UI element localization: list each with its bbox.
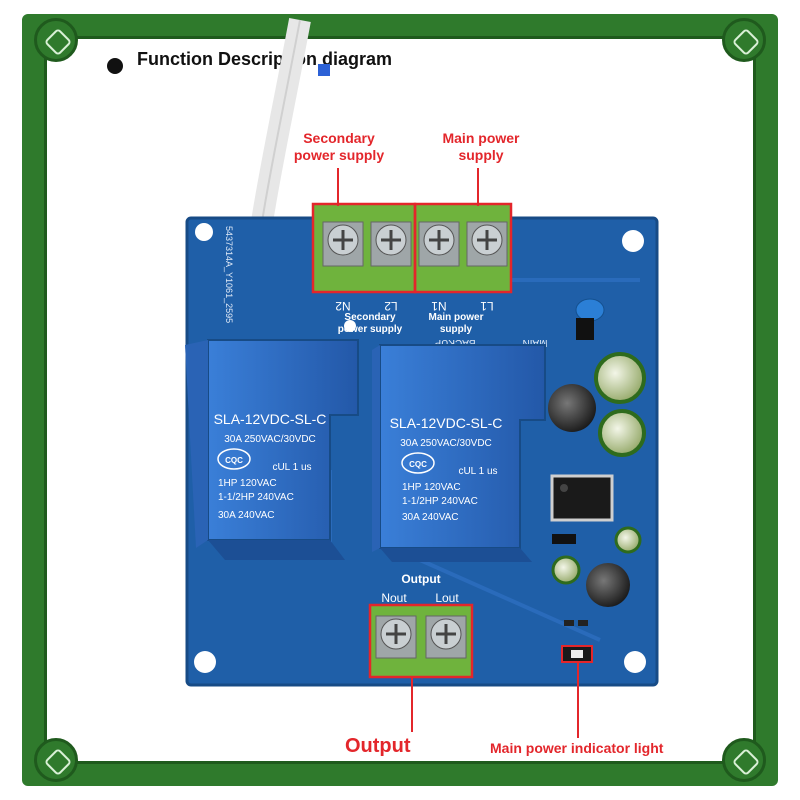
relay-left: SLA-12VDC-SL-C 30A 250VAC/30VDC CQC cUL … <box>185 339 359 560</box>
relay-rating-label: 30A 250VAC/30VDC <box>400 438 492 449</box>
terminal-block-output: Output Nout Lout <box>368 572 474 679</box>
silk-board-code: 5437314A_Y1061_2595 <box>224 226 234 323</box>
callout-lines <box>337 168 579 738</box>
terminal-label-l1: L1 <box>480 299 494 313</box>
callout-output: Output <box>345 735 411 757</box>
silk-backup: BACKUP <box>434 337 475 348</box>
silk-output-label: Output <box>401 572 440 586</box>
electrolytic-capacitor <box>594 352 646 404</box>
mount-hole <box>344 320 356 332</box>
relay-amp-label: 30A 240VAC <box>402 512 459 523</box>
terminal-label-l2: L2 <box>384 299 398 313</box>
components-area <box>548 298 646 663</box>
transistor <box>576 318 594 340</box>
silk-secondary-line1: Secondary <box>344 312 396 323</box>
electrolytic-capacitor <box>598 409 646 457</box>
smd-diode <box>552 534 576 544</box>
callout-indicator-light: Main power indicator light <box>490 740 664 756</box>
frame-corner-ornament <box>722 738 766 782</box>
callout-line: Secondary <box>303 130 375 146</box>
small-capacitor <box>551 555 581 585</box>
smd-resistor <box>564 620 574 626</box>
indicator-led <box>571 650 583 658</box>
small-capacitor <box>614 526 642 554</box>
bullet-icon <box>107 58 123 74</box>
cable-marker <box>318 64 330 76</box>
cqc-mark <box>401 452 435 474</box>
mount-hole <box>195 223 213 241</box>
ceramic-capacitor <box>575 298 605 322</box>
ic-notch <box>560 484 568 492</box>
relay-right: SLA-12VDC-SL-C 30A 250VAC/30VDC CQC cUL … <box>372 344 546 562</box>
silk-main-flipped: MAIN <box>523 337 548 348</box>
relay-amp-label: 30A 240VAC <box>218 510 275 521</box>
frame-corner-ornament <box>722 18 766 62</box>
callout-line: Main power <box>442 130 520 146</box>
silk-main-line1: Main power <box>428 312 483 323</box>
relay-hp1-label: 1HP 120VAC <box>218 478 277 489</box>
terminal-label-lout: Lout <box>435 591 459 605</box>
mount-hole <box>194 651 216 673</box>
terminal-block-input <box>311 202 513 294</box>
callout-secondary-power: Secondary power supply <box>284 130 394 164</box>
terminal-label-nout: Nout <box>381 591 407 605</box>
relay-model-label: SLA-12VDC-SL-C <box>390 415 503 431</box>
cqc-mark <box>217 448 251 470</box>
inductor <box>586 563 630 607</box>
mount-hole <box>622 230 644 252</box>
ul-label: cUL 1 us <box>272 462 311 473</box>
cqc-label: CQC <box>409 460 427 469</box>
relay-hp1-label: 1HP 120VAC <box>402 482 461 493</box>
relay-model-label: SLA-12VDC-SL-C <box>214 411 327 427</box>
silk-main-line2: supply <box>440 324 473 335</box>
frame-corner-ornament <box>34 18 78 62</box>
ul-label: cUL 1 us <box>458 466 497 477</box>
ic-chip <box>550 474 614 522</box>
callout-main-power: Main power supply <box>426 130 536 164</box>
terminal-label-n1: N1 <box>431 299 447 313</box>
callout-line: power supply <box>293 147 385 163</box>
smd-resistor <box>578 620 588 626</box>
cqc-label: CQC <box>225 456 243 465</box>
callout-line: supply <box>458 147 504 163</box>
silk-secondary-line2: power supply <box>338 324 403 335</box>
mount-hole <box>624 651 646 673</box>
cable-wire-edge <box>261 19 301 223</box>
terminal-label-n2: N2 <box>335 299 351 313</box>
pcb-trace <box>419 558 601 642</box>
inductor <box>548 384 596 432</box>
relay-hp2-label: 1-1/2HP 240VAC <box>402 496 478 507</box>
relay-rating-label: 30A 250VAC/30VDC <box>224 434 316 445</box>
relay-hp2-label: 1-1/2HP 240VAC <box>218 492 294 503</box>
frame-corner-ornament <box>34 738 78 782</box>
